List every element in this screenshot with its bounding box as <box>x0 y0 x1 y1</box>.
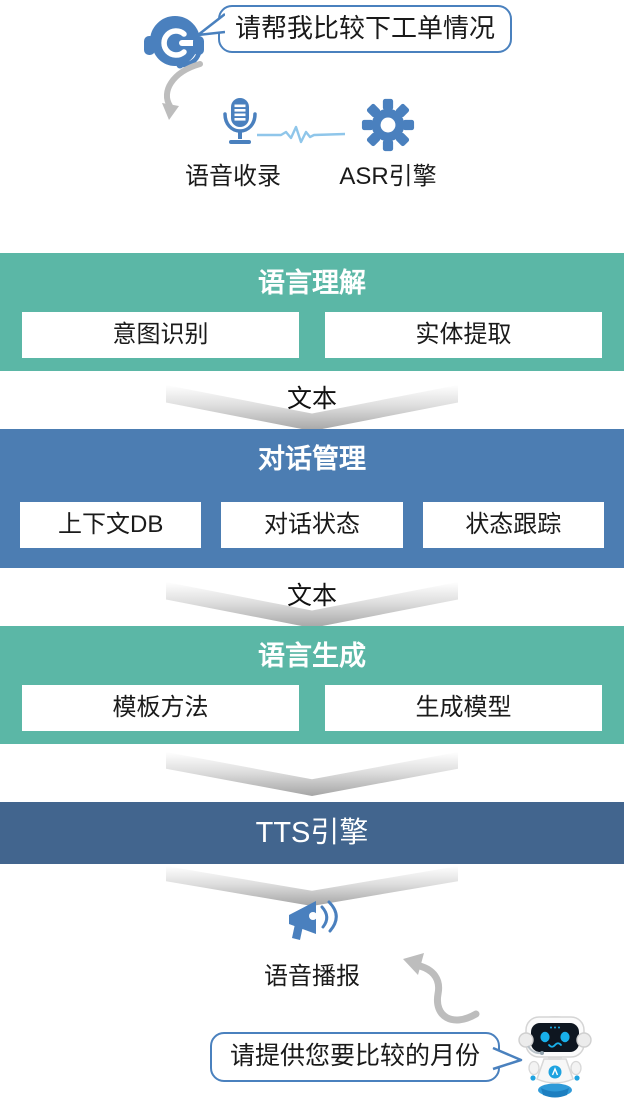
chevron-down-icon <box>166 752 458 796</box>
block-title: TTS引擎 <box>255 817 369 849</box>
voice-capture-label: 语音收录 <box>185 163 281 190</box>
sub-box-generation-model: 生成模型 <box>325 685 602 731</box>
gear-icon <box>361 98 415 152</box>
sub-box-state-tracking: 状态跟踪 <box>422 502 604 548</box>
bubble-tail-left <box>196 13 225 37</box>
connector-text-1: 文本 <box>0 371 624 433</box>
block-sub-row: 上下文DB 对话状态 状态跟踪 <box>0 502 624 548</box>
block-language-generation: 语言生成 模板方法 生成模型 <box>0 626 624 744</box>
block-sub-row: 意图识别 实体提取 <box>0 312 624 358</box>
block-tts-engine: TTS引擎 <box>0 802 624 864</box>
waveform-icon <box>257 124 345 146</box>
sub-box-intent-recognition: 意图识别 <box>22 312 299 358</box>
connector-text-2: 文本 <box>0 568 624 628</box>
curved-arrow-up-icon <box>388 950 480 1024</box>
sub-box-entity-extraction: 实体提取 <box>325 312 602 358</box>
connector-label: 文本 <box>286 582 337 610</box>
connector-4 <box>0 864 624 906</box>
sub-box-template-method: 模板方法 <box>22 685 299 731</box>
bot-speech-text: 请提供您要比较的月份 <box>229 1042 480 1070</box>
bubble-tail-right <box>492 1046 523 1071</box>
megaphone-icon <box>286 898 342 946</box>
user-speech-bubble: 请帮我比较下工单情况 <box>196 5 512 53</box>
block-title: 对话管理 <box>258 444 366 474</box>
block-dialog-management: 对话管理 上下文DB 对话状态 状态跟踪 <box>0 429 624 568</box>
bot-speech-bubble: 请提供您要比较的月份 <box>210 1032 523 1082</box>
asr-engine-label: ASR引擎 <box>339 163 437 190</box>
curved-arrow-down-icon <box>158 60 210 124</box>
connector-label: 文本 <box>286 385 337 413</box>
sub-box-dialog-state: 对话状态 <box>221 502 403 548</box>
sub-box-context-db: 上下文DB <box>20 502 202 548</box>
block-sub-row: 模板方法 生成模型 <box>0 685 624 731</box>
user-speech-text: 请帮我比较下工单情况 <box>234 13 495 43</box>
voice-broadcast-label: 语音播报 <box>264 963 360 990</box>
block-title: 语言理解 <box>258 268 366 298</box>
block-language-understanding: 语言理解 意图识别 实体提取 <box>0 253 624 371</box>
headset-agent-icon <box>142 12 206 70</box>
robot-icon <box>517 1012 593 1098</box>
block-title: 语言生成 <box>258 641 366 671</box>
connector-3 <box>0 744 624 800</box>
microphone-icon <box>221 97 259 147</box>
